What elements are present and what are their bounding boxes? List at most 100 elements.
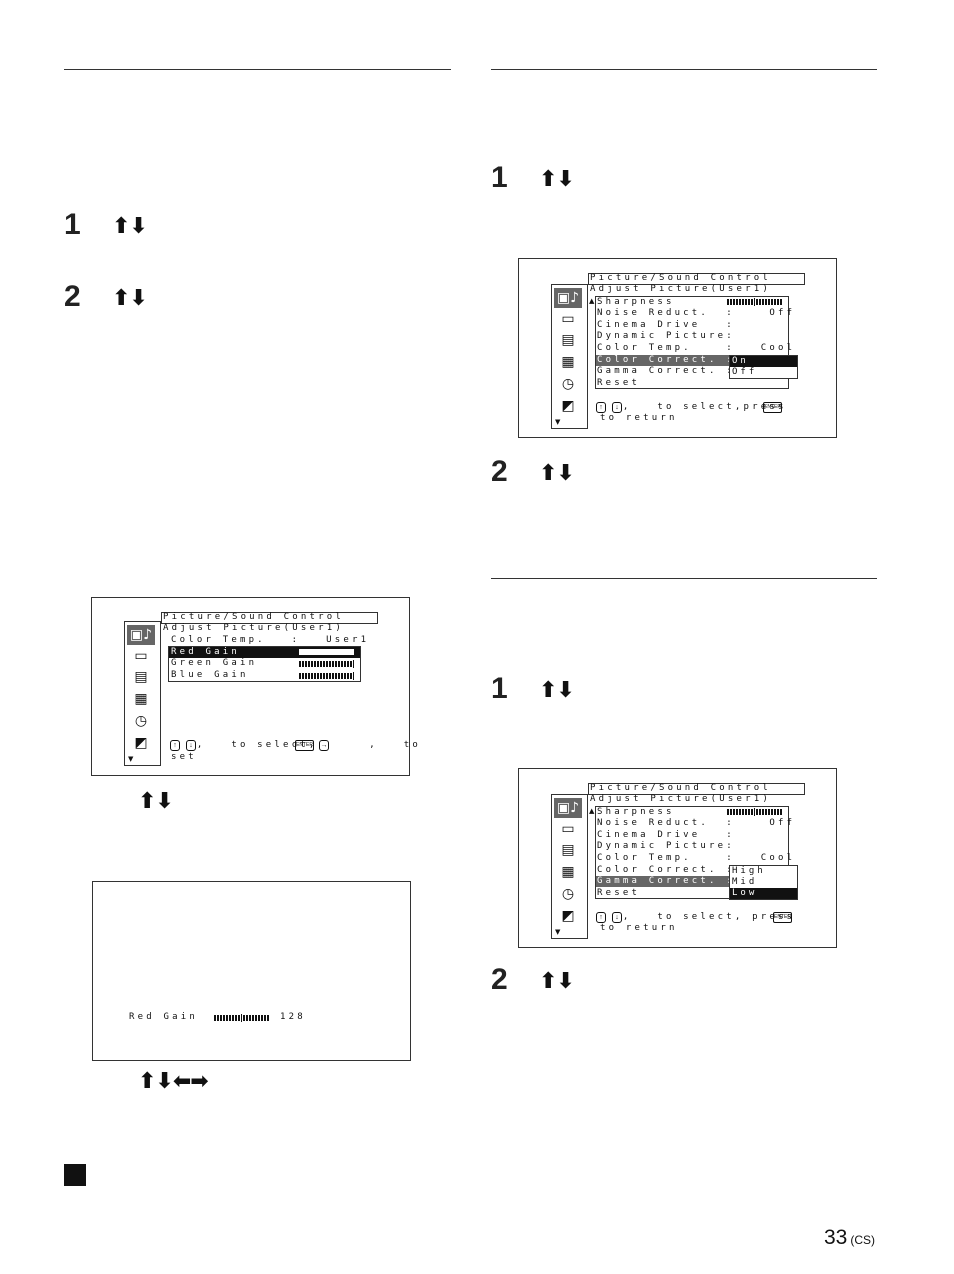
note-marker-square — [64, 1164, 86, 1186]
menu-item-sharpness[interactable]: Sharpness — [597, 807, 675, 817]
enter-key-icon: ENTER — [763, 402, 782, 413]
screen-icon[interactable]: ▭ — [561, 821, 575, 837]
updown-arrows-icon: ⬆⬇ — [112, 286, 148, 311]
osd-screen-color-temp: ▣♪ ▭ ▤ ▦ ◷ ◩ ▼ Picture/Sound Control Adj… — [91, 597, 418, 776]
red-gain-label: Red Gain — [129, 1012, 198, 1022]
input-icon[interactable]: ◩ — [134, 735, 148, 751]
scroll-down-icon: ▼ — [555, 928, 561, 936]
up-key-icon: ↑ — [596, 402, 606, 413]
up-key-icon: ↑ — [170, 740, 180, 751]
osd-title: Picture/Sound Control — [163, 612, 344, 622]
menu-icon-column: ▣♪ ▭ ▤ ▦ ◷ ◩ ▼ — [551, 284, 588, 429]
option-off[interactable]: Off — [732, 367, 758, 377]
page-number-suffix: (CS) — [850, 1233, 876, 1247]
osd-color-correct: ▣♪ ▭ ▤ ▦ ◷ ◩ ▼ Picture/Sound Control Adj… — [518, 258, 837, 438]
timer-icon[interactable]: ◷ — [561, 376, 575, 392]
rule-left-top — [64, 69, 451, 70]
up-key-icon: ↑ — [596, 912, 606, 923]
menu-item-reset[interactable]: Reset — [597, 888, 641, 898]
menu-item-blue-gain[interactable]: Blue Gain — [171, 670, 249, 680]
menu-setup-icon[interactable]: ▦ — [561, 864, 575, 880]
updown-arrows-icon: ⬆⬇ — [138, 789, 174, 814]
settings-menu-box — [595, 296, 789, 389]
red-gain-bar — [299, 649, 354, 655]
input-icon[interactable]: ◩ — [561, 908, 575, 924]
menu-item-noise-reduct[interactable]: Noise Reduct. : Off — [597, 818, 796, 828]
picture-sound-icon[interactable]: ▣♪ — [554, 288, 582, 308]
enter-key-icon: ENTER — [295, 740, 314, 751]
picture-sound-icon[interactable]: ▣♪ — [554, 798, 582, 818]
osd-red-gain-adjust: Red Gain 128 — [92, 881, 411, 1061]
help-text: , to select, press — [597, 912, 796, 922]
menu-item-sharpness[interactable]: Sharpness — [597, 297, 675, 307]
menu-item-dynamic-picture[interactable]: Dynamic Picture: — [597, 841, 735, 851]
osd-title-box — [588, 783, 805, 795]
sharpness-bar — [727, 298, 782, 306]
red-gain-level-bar[interactable] — [214, 1014, 269, 1022]
option-on[interactable]: On — [730, 356, 797, 367]
page-number: 33(CS) — [824, 1226, 875, 1252]
osd-gamma-correct: ▣♪ ▭ ▤ ▦ ◷ ◩ ▼ Picture/Sound Control Adj… — [518, 768, 837, 948]
osd-title-box — [161, 612, 378, 624]
step-number: 1 — [491, 161, 508, 194]
help-text-2: to return — [600, 923, 678, 933]
menu-item-gamma-correct[interactable]: Gamma Correct. : — [596, 876, 735, 887]
blue-gain-bar — [299, 672, 354, 680]
menu-item-cinema-drive[interactable]: Cinema Drive : — [597, 830, 735, 840]
red-gain-value: 128 — [280, 1012, 306, 1022]
osd-title-box — [588, 273, 805, 285]
green-gain-bar — [299, 660, 354, 668]
help-text-2: to return — [600, 413, 678, 423]
scroll-down-icon: ▼ — [128, 755, 134, 763]
setup-icon[interactable]: ▤ — [561, 842, 575, 858]
menu-item-color-correct[interactable]: Color Correct. : — [597, 865, 735, 875]
input-icon[interactable]: ◩ — [561, 398, 575, 414]
enter-key-icon: ENTER — [773, 912, 792, 923]
menu-item-color-temp[interactable]: Color Temp. : Cool — [597, 853, 796, 863]
option-high[interactable]: High — [732, 866, 766, 876]
step-number: 2 — [491, 963, 508, 996]
menu-icon-column: ▣♪ ▭ ▤ ▦ ◷ ◩ ▼ — [124, 621, 161, 766]
updown-arrows-icon: ⬆⬇ — [539, 969, 575, 994]
down-key-icon: ↓ — [186, 740, 196, 751]
menu-item-gamma-correct[interactable]: Gamma Correct. : — [597, 366, 735, 376]
osd-subtitle: Adjust Picture(User1) — [590, 794, 771, 804]
setup-icon[interactable]: ▤ — [561, 332, 575, 348]
menu-setup-icon[interactable]: ▦ — [561, 354, 575, 370]
option-low[interactable]: Low — [730, 888, 797, 899]
osd-title: Picture/Sound Control — [590, 273, 771, 283]
menu-item-noise-reduct[interactable]: Noise Reduct. : Off — [597, 308, 796, 318]
updown-arrows-icon: ⬆⬇ — [539, 167, 575, 192]
help-text-2: set — [171, 752, 197, 762]
scroll-up-icon: ▲ — [589, 807, 595, 815]
step-number: 1 — [64, 208, 81, 241]
osd-subtitle: Adjust Picture(User1) — [590, 284, 771, 294]
menu-item-red-gain[interactable]: Red Gain — [169, 647, 360, 658]
timer-icon[interactable]: ◷ — [561, 886, 575, 902]
menu-item-dynamic-picture[interactable]: Dynamic Picture: — [597, 331, 735, 341]
menu-icon-column: ▣♪ ▭ ▤ ▦ ◷ ◩ ▼ — [551, 794, 588, 939]
picture-sound-icon[interactable]: ▣♪ — [127, 625, 155, 645]
menu-item-color-temp[interactable]: Color Temp. : Cool — [597, 343, 796, 353]
menu-item-cinema-drive[interactable]: Cinema Drive : — [597, 320, 735, 330]
menu-setup-icon[interactable]: ▦ — [134, 691, 148, 707]
timer-icon[interactable]: ◷ — [134, 713, 148, 729]
setup-icon[interactable]: ▤ — [134, 669, 148, 685]
down-key-icon: ↓ — [612, 912, 622, 923]
menu-item-green-gain[interactable]: Green Gain — [171, 658, 258, 668]
scroll-up-icon: ▲ — [589, 297, 595, 305]
menu-item-reset[interactable]: Reset — [597, 378, 641, 388]
menu-item-color-temp[interactable]: Color Temp. : User1 — [171, 635, 370, 645]
step-number: 2 — [491, 455, 508, 488]
screen-icon[interactable]: ▭ — [561, 311, 575, 327]
step-number: 1 — [491, 672, 508, 705]
gain-menu-box — [168, 646, 361, 682]
osd-title: Picture/Sound Control — [590, 783, 771, 793]
option-mid[interactable]: Mid — [732, 877, 758, 887]
osd-subtitle: Adjust Picture(User1) — [163, 623, 344, 633]
down-key-icon: ↓ — [612, 402, 622, 413]
rule-right-mid — [491, 578, 877, 579]
menu-item-color-correct[interactable]: Color Correct. : — [596, 355, 735, 366]
screen-icon[interactable]: ▭ — [134, 648, 148, 664]
scroll-down-icon: ▼ — [555, 418, 561, 426]
